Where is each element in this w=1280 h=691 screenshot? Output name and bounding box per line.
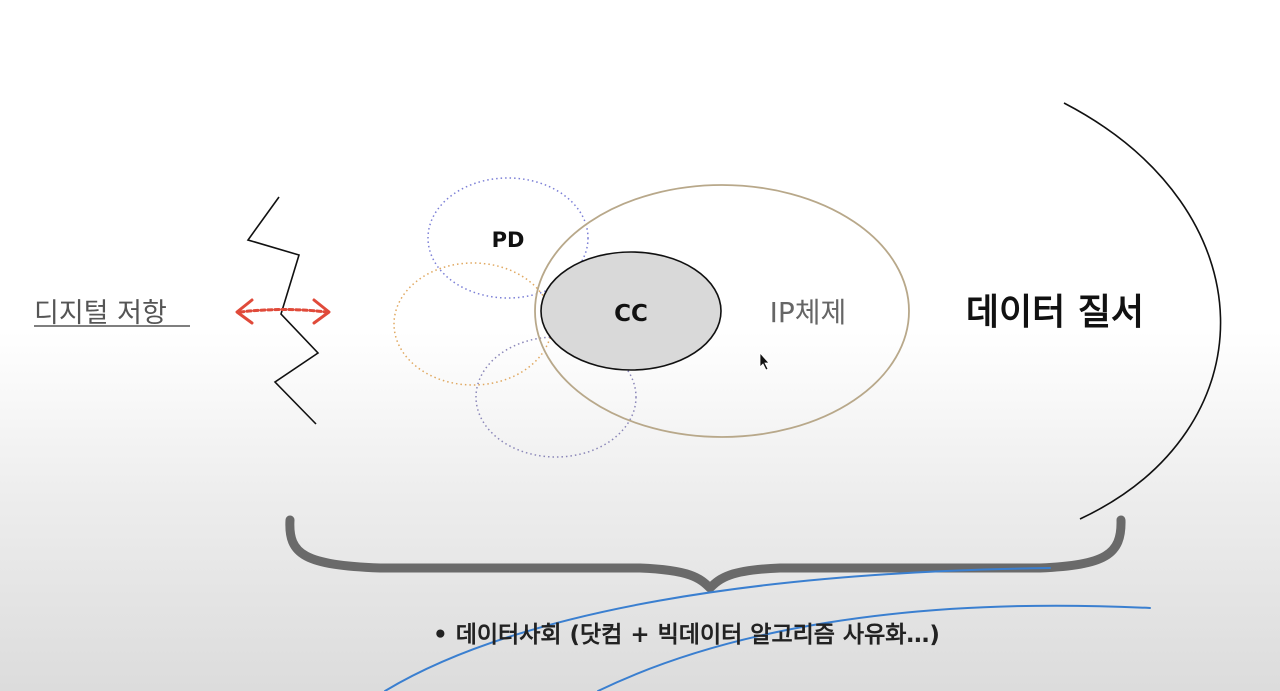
right-label: 데이터 질서 bbox=[966, 292, 1144, 333]
bottom-caption: • 데이터사회 (닷컴 + 빅데이터 알고리즘 사유화…) bbox=[433, 622, 940, 648]
cursor-icon bbox=[759, 351, 770, 371]
left-label: 디지털 저항 bbox=[34, 298, 167, 329]
double-arrow bbox=[235, 298, 331, 325]
cc-circle bbox=[540, 251, 722, 371]
ip-circle bbox=[534, 184, 910, 438]
purple-dotted-circle bbox=[475, 336, 637, 458]
curly-brace bbox=[285, 515, 1126, 593]
order-arc bbox=[1063, 102, 1222, 520]
pd-label: PD bbox=[492, 228, 525, 252]
pen-strokes bbox=[384, 567, 1151, 691]
pd-circle bbox=[427, 177, 589, 299]
orange-dotted-circle bbox=[393, 262, 553, 386]
ip-label: IP체제 bbox=[770, 296, 847, 329]
cc-label: CC bbox=[614, 301, 648, 327]
zigzag-line bbox=[246, 196, 320, 425]
